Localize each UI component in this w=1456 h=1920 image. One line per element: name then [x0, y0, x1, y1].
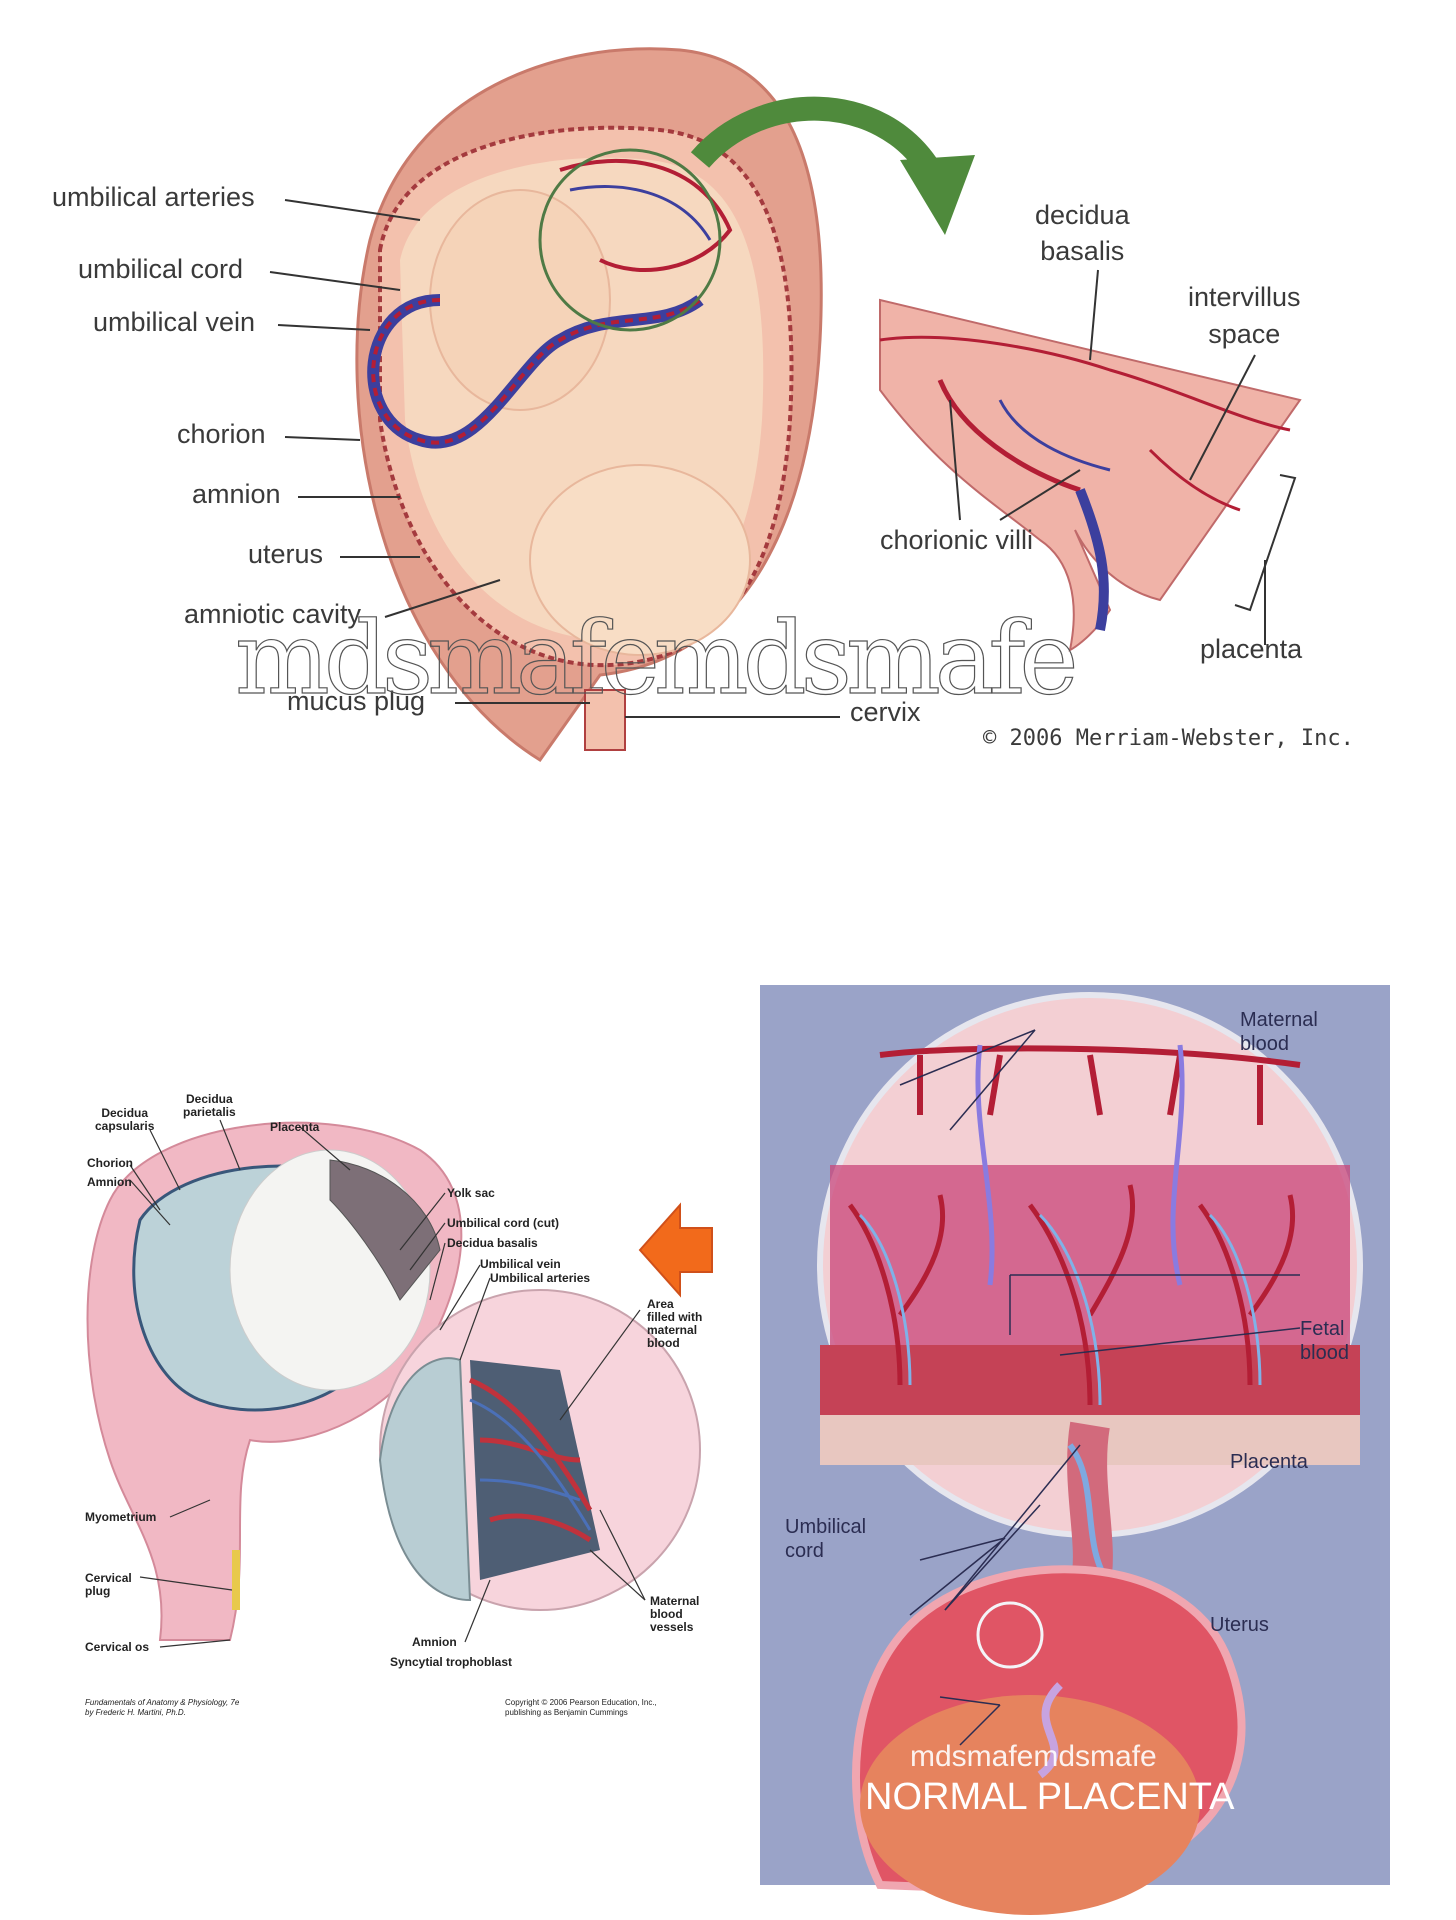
label-umbilical-vein: Umbilical vein [480, 1257, 561, 1271]
label-intervillus-space: intervillus space [1188, 282, 1301, 349]
label-decidua-capsularis: Decidua capsularis [95, 1106, 155, 1133]
label-maternal-blood-vessels: Maternal blood vessels [650, 1594, 700, 1634]
top-diagram: umbilical arteries umbilical cord umbili… [0, 0, 1456, 780]
label-yolk-sac: Yolk sac [447, 1186, 495, 1200]
label-syncytial-trophoblast: Syncytial trophoblast [390, 1655, 513, 1669]
label-placenta: Placenta [270, 1120, 320, 1134]
label-umbilical-arteries: Umbilical arteries [490, 1271, 591, 1285]
label-amnion: amnion [192, 479, 281, 509]
label-cervical-os: Cervical os [85, 1640, 150, 1654]
label-cervical-plug: Cervical plug [85, 1571, 132, 1598]
label-cervix: cervix [850, 697, 921, 727]
label-amniotic-cavity: amniotic cavity [184, 599, 362, 629]
label-mucus-plug: mucus plug [287, 686, 426, 716]
label-decidua-parietalis: Decidua parietalis [183, 1092, 236, 1119]
bottom-right-illustration [817, 992, 1363, 1915]
label-amnion-inset: Amnion [412, 1635, 457, 1649]
label-decidua-basalis: Decidua basalis [447, 1236, 538, 1250]
watermark: mdsmafemdsmafe [234, 599, 1079, 717]
bottom-left-illustration [86, 1119, 713, 1648]
bottom-left-diagram: Decidua capsularis Decidua parietalis Pl… [0, 1080, 740, 1720]
label-uterus: Uterus [1210, 1614, 1269, 1636]
label-umbilical-cord: umbilical cord [78, 254, 244, 284]
label-umbilical-arteries: umbilical arteries [52, 182, 255, 212]
copyright-text: © 2006 Merriam-Webster, Inc. [983, 726, 1354, 751]
label-umbilical-cord-cut: Umbilical cord (cut) [447, 1216, 560, 1230]
label-umbilical-cord: Umbilical cord [785, 1516, 867, 1562]
label-maternal-blood: Maternal blood [1240, 1009, 1318, 1055]
credit-right: Copyright © 2006 Pearson Education, Inc.… [505, 1698, 657, 1717]
label-chorionic-villi: chorionic villi [880, 525, 1034, 555]
label-placenta: placenta [1200, 634, 1303, 664]
label-chorion: chorion [177, 419, 266, 449]
label-uterus: uterus [248, 539, 324, 569]
title-normal-placenta: NORMAL PLACENTA [865, 1776, 1235, 1818]
top-illustration [269, 47, 1302, 763]
watermark: mdsmafemdsmafe [910, 1740, 1157, 1773]
credit-left: Fundamentals of Anatomy & Physiology, 7e… [85, 1698, 240, 1717]
label-amnion: Amnion [87, 1175, 132, 1189]
label-area-filled: Area filled with maternal blood [647, 1297, 703, 1350]
label-umbilical-vein: umbilical vein [93, 307, 256, 337]
bottom-right-diagram: Maternal blood Fetal blood Placenta Umbi… [760, 985, 1390, 1915]
label-fetal-blood: Fetal blood [1300, 1318, 1349, 1364]
label-decidua-basalis: decidua basalis [1035, 200, 1130, 266]
label-chorion: Chorion [87, 1156, 133, 1170]
label-myometrium: Myometrium [85, 1510, 157, 1524]
label-placenta: Placenta [1230, 1451, 1308, 1473]
